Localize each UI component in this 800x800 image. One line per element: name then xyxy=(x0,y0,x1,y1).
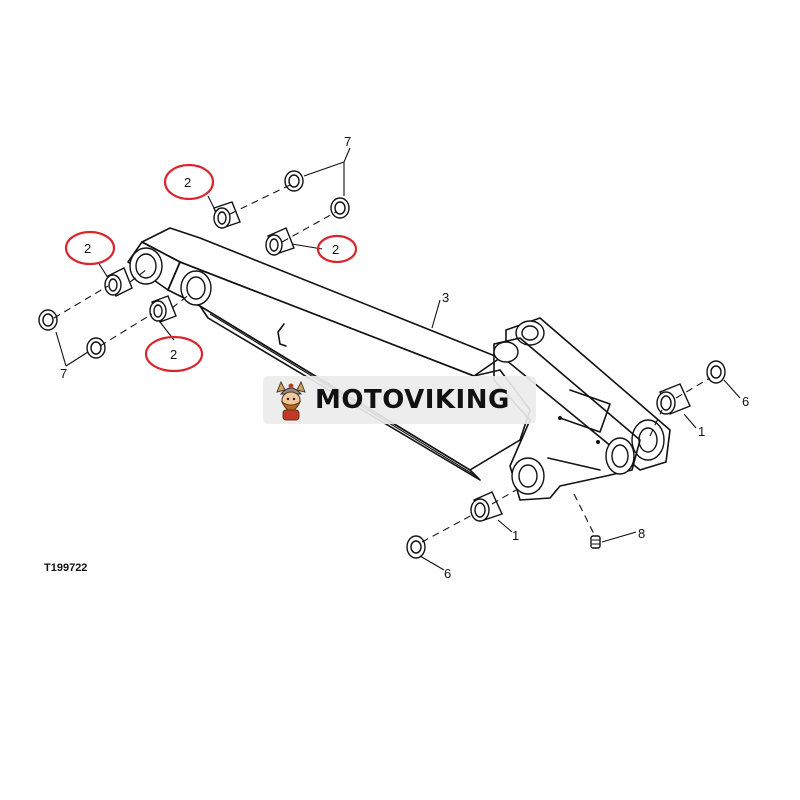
callout-1: 1 xyxy=(512,528,519,543)
callout-7: 7 xyxy=(344,134,351,149)
left-hardware xyxy=(38,170,350,359)
highlight-rings xyxy=(64,163,358,373)
highlight-ring xyxy=(316,234,358,264)
right-hardware xyxy=(406,360,726,559)
callout-2: 2 xyxy=(84,241,91,256)
callouts: 2 2 2 2 7 7 3 6 1 1 6 8 xyxy=(60,134,749,581)
callout-2: 2 xyxy=(184,175,191,190)
bushing-icon xyxy=(265,227,295,256)
callout-6: 6 xyxy=(444,566,451,581)
watermark-banner: MOTOVIKING xyxy=(263,376,536,424)
bushing-icon xyxy=(213,201,241,229)
clevis-end xyxy=(493,317,671,501)
bushing-icon xyxy=(656,383,691,415)
highlight-ring xyxy=(163,163,215,201)
callout-8: 8 xyxy=(638,526,645,541)
watermark-brand: MOTOVIKING xyxy=(315,385,510,415)
highlight-ring xyxy=(64,230,116,266)
callout-6: 6 xyxy=(742,394,749,409)
leader-lines xyxy=(55,147,741,571)
bushing-icon xyxy=(470,491,503,522)
callout-2: 2 xyxy=(170,347,177,362)
callout-7: 7 xyxy=(60,366,67,381)
viking-mascot-icon xyxy=(276,380,306,421)
callout-2: 2 xyxy=(332,242,339,257)
figure-id: T199722 xyxy=(44,562,88,574)
boom-arm xyxy=(127,227,531,481)
highlight-ring xyxy=(144,335,204,373)
bolt-icon xyxy=(590,535,601,549)
callout-1: 1 xyxy=(698,424,705,439)
callout-3: 3 xyxy=(442,290,449,305)
bushing-icon xyxy=(149,295,177,323)
bushing-icon xyxy=(104,267,133,297)
